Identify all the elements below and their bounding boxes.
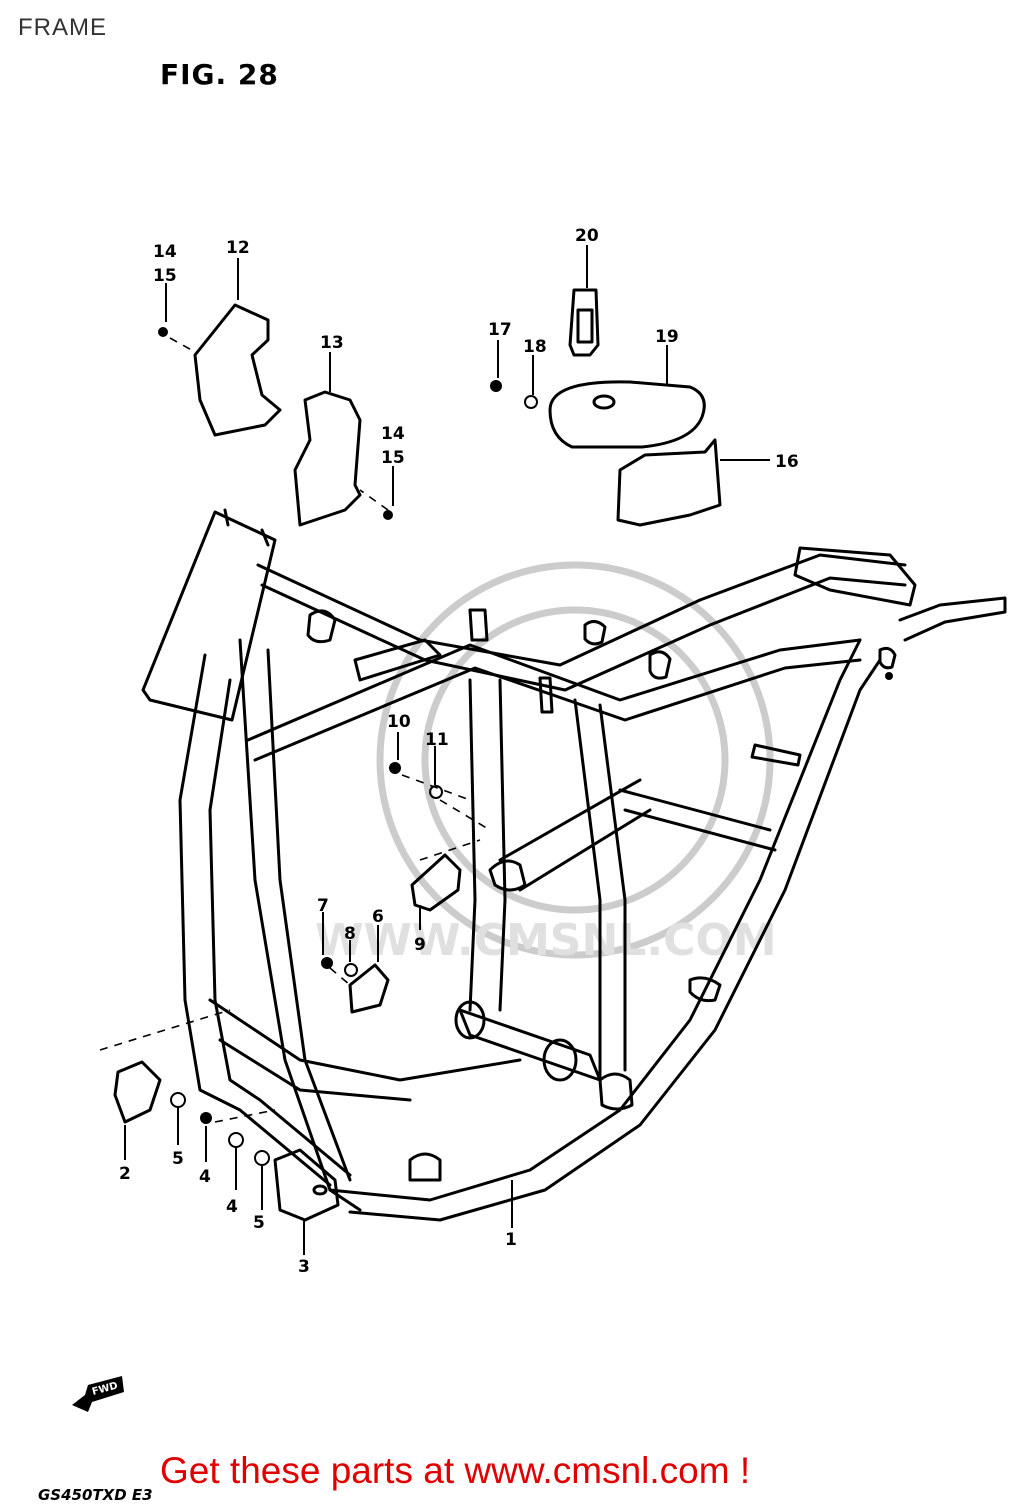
main-frame [141, 508, 1007, 1222]
side-cover-13 [293, 390, 362, 527]
bracket-6 [348, 963, 390, 1014]
part-number: 13 [320, 333, 344, 353]
part-number: 4 [226, 1197, 238, 1217]
section-title: FRAME [18, 14, 107, 41]
part-number: 2 [119, 1164, 131, 1184]
part-number: 18 [523, 337, 547, 357]
fwd-arrow-icon: FWD [72, 1376, 124, 1412]
part-number: 8 [344, 924, 356, 944]
bracket-2 [113, 1060, 162, 1124]
part-number: 5 [253, 1213, 265, 1233]
callout-numbers: 1 2 3 4 4 5 5 6 7 8 9 10 11 12 13 14 15 … [119, 226, 799, 1277]
part-number: 16 [775, 452, 799, 472]
parts-link[interactable]: Get these parts at www.cmsnl.com ! [160, 1450, 751, 1491]
callout-leaders [124, 245, 770, 1255]
figure-label: FIG. 28 [160, 58, 279, 91]
part-number: 3 [298, 1257, 310, 1277]
part-number: 14 [153, 242, 177, 262]
part-number: 7 [317, 896, 329, 916]
part-number: 5 [172, 1149, 184, 1169]
fasteners [158, 327, 893, 1166]
part-number: 10 [387, 712, 411, 732]
model-code: GS450TXD E3 [38, 1486, 153, 1504]
part-number: 15 [153, 266, 177, 286]
part-number: 12 [226, 238, 250, 258]
watermark-logo: WWW.CMSNL.COM [315, 561, 777, 966]
leader-lines [99, 337, 491, 1123]
part-number: 4 [199, 1167, 211, 1187]
part-number: 11 [425, 730, 449, 750]
side-cover-12 [193, 303, 282, 437]
bracket-9 [410, 853, 462, 912]
tray-16 [616, 438, 722, 527]
part-number: 6 [372, 907, 384, 927]
pad-19 [548, 380, 706, 449]
strap-20 [568, 288, 600, 357]
part-number: 14 [381, 424, 405, 444]
part-number: 15 [381, 448, 405, 468]
part-number: 20 [575, 226, 599, 246]
part-number: 1 [505, 1230, 517, 1250]
part-number: 9 [414, 935, 426, 955]
bracket-3 [273, 1148, 340, 1222]
part-number: 17 [488, 320, 512, 340]
watermark-text: WWW.CMSNL.COM [315, 915, 777, 966]
part-number: 19 [655, 327, 679, 347]
